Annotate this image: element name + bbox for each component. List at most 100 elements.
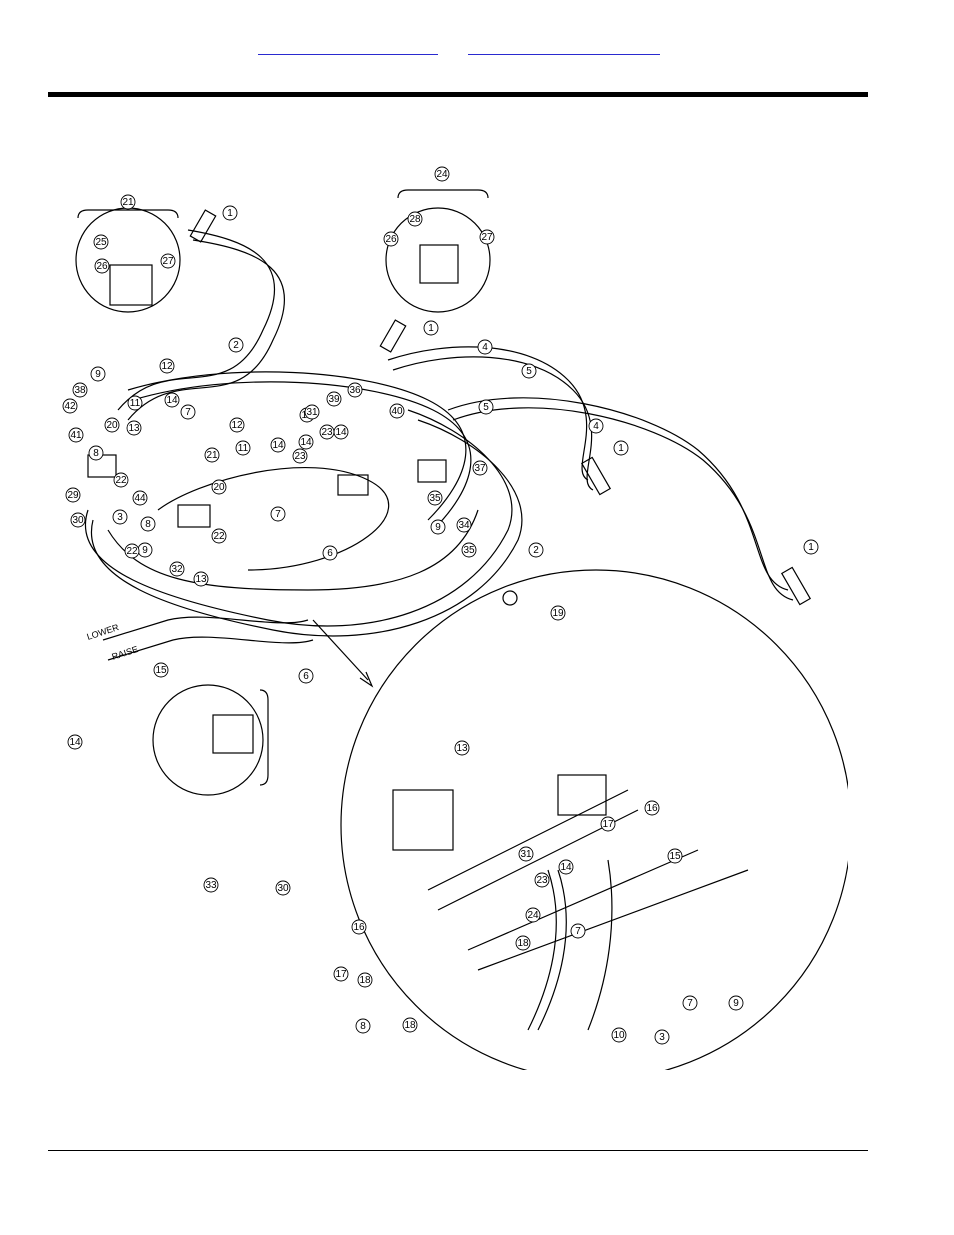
callout-bubble — [72, 382, 88, 398]
callout-bubble — [164, 392, 180, 408]
callout-bubble — [456, 517, 472, 533]
callout-number: 18 — [517, 938, 529, 949]
callout-bubble — [211, 479, 227, 495]
callout-bubble — [528, 542, 544, 558]
callout-number: 30 — [277, 883, 289, 894]
callout-bubble — [292, 448, 308, 464]
hydraulic-schematic-diagram: LOWER RAISE 1111223344556677778889999101… — [62, 166, 848, 1070]
callout-number: 11 — [238, 443, 249, 454]
callout-number: 33 — [205, 880, 217, 891]
callout-bubble — [357, 972, 373, 988]
callout-number: 14 — [300, 437, 312, 448]
detail-circle-main — [340, 569, 848, 1070]
callout-number: 13 — [128, 423, 140, 434]
callout-number: 1 — [227, 208, 233, 219]
callout-bubble — [477, 339, 493, 355]
callout-number: 22 — [126, 546, 138, 557]
callout-bubble — [153, 662, 169, 678]
callout-number: 20 — [106, 420, 118, 431]
callout-bubble — [180, 404, 196, 420]
header-links — [0, 40, 954, 60]
callout-bubble — [611, 1027, 627, 1043]
callout-number: 25 — [95, 237, 107, 248]
callout-bubble — [434, 166, 450, 182]
callout-bubble — [160, 253, 176, 269]
callout-number: 1 — [618, 443, 624, 454]
callout-number: 39 — [328, 394, 340, 405]
callout-bubble — [169, 561, 185, 577]
header-link-2[interactable] — [468, 40, 660, 55]
callout-number: 10 — [613, 1030, 625, 1041]
callout-number: 4 — [593, 421, 599, 432]
callout-bubble — [515, 935, 531, 951]
callout-number: 24 — [527, 910, 539, 921]
callout-bubble — [65, 487, 81, 503]
callout-number: 14 — [69, 737, 81, 748]
callout-bubble — [132, 490, 148, 506]
callout-bubble — [298, 668, 314, 684]
callout-bubble — [454, 740, 470, 756]
callout-bubble — [472, 460, 488, 476]
callout-bubble — [667, 848, 683, 864]
callout-number: 9 — [142, 545, 148, 556]
callout-number: 9 — [95, 369, 101, 380]
header-link-1[interactable] — [258, 40, 438, 55]
callout-number: 21 — [122, 197, 134, 208]
callout-bubble — [90, 366, 106, 382]
callout-bubble — [423, 320, 439, 336]
valve-block-30 — [212, 714, 254, 754]
bottom-rule — [48, 1150, 868, 1151]
callout-bubble — [140, 516, 156, 532]
valve-block-37 — [417, 459, 447, 483]
callout-bubble — [558, 859, 574, 875]
callout-bubble — [70, 512, 86, 528]
callout-bubble — [613, 440, 629, 456]
callout-number: 22 — [115, 475, 127, 486]
callout-bubble — [570, 923, 586, 939]
callout-number: 17 — [335, 969, 347, 980]
callout-bubble — [333, 966, 349, 982]
callout-bubble — [126, 420, 142, 436]
callout-number: 23 — [536, 875, 548, 886]
callout-bubble — [120, 194, 136, 210]
callout-bubble — [427, 490, 443, 506]
callout-number: 7 — [575, 926, 581, 937]
lower-hose-label: LOWER — [86, 622, 121, 642]
callout-bubble — [304, 404, 320, 420]
callout-bubble — [229, 417, 245, 433]
callout-bubble — [270, 437, 286, 453]
callout-number: 23 — [321, 427, 333, 438]
callout-number: 26 — [96, 261, 108, 272]
callout-number: 15 — [155, 665, 167, 676]
cylinder-1-top-left — [189, 209, 217, 243]
callout-bubble — [159, 358, 175, 374]
cylinder-1-top-center — [379, 319, 407, 353]
callout-number: 2 — [233, 340, 239, 351]
callout-bubble — [654, 1029, 670, 1045]
callout-number: 18 — [359, 975, 371, 986]
callout-bubble — [534, 872, 550, 888]
callout-number: 27 — [162, 256, 174, 267]
callout-number: 8 — [93, 448, 99, 459]
callout-bubble — [588, 418, 604, 434]
callout-number: 4 — [482, 342, 488, 353]
callout-bubble — [351, 919, 367, 935]
callout-bubble — [211, 528, 227, 544]
callout-bubble — [112, 509, 128, 525]
callout-number: 28 — [409, 214, 421, 225]
callout-number: 11 — [130, 398, 141, 409]
callout-bubble — [67, 734, 83, 750]
callout-number: 26 — [385, 234, 397, 245]
callout-number: 23 — [294, 451, 306, 462]
callout-number: 12 — [161, 361, 173, 372]
valve-block-21 — [109, 264, 153, 306]
callout-bubble — [124, 543, 140, 559]
callout-bubble — [319, 424, 335, 440]
callout-bubble — [728, 995, 744, 1011]
callout-bubble — [803, 539, 819, 555]
cylinder-1-far-right — [780, 566, 812, 606]
callout-number: 24 — [436, 169, 448, 180]
callout-number: 18 — [404, 1020, 416, 1031]
callout-number: 40 — [391, 406, 403, 417]
callout-bubble — [235, 440, 251, 456]
